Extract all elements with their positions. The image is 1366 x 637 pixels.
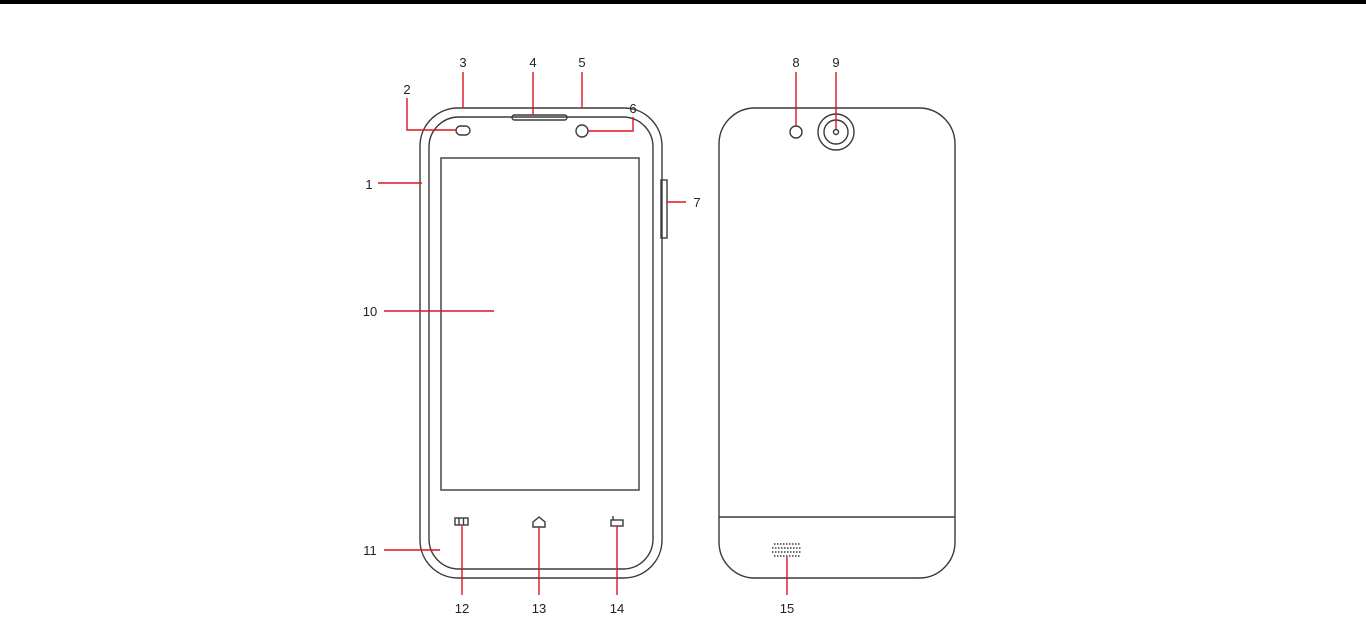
back-key-icon <box>611 516 623 526</box>
callout-15: 15 <box>780 601 794 616</box>
display-screen <box>441 158 639 490</box>
speaker-grille <box>772 544 802 556</box>
leader-6 <box>588 117 633 131</box>
callout-1: 1 <box>365 177 372 192</box>
callout-5: 5 <box>578 55 585 70</box>
proximity-sensor <box>456 126 470 135</box>
callout-12: 12 <box>455 601 469 616</box>
front-body-outer <box>420 108 662 578</box>
front-camera <box>576 125 588 137</box>
callout-9: 9 <box>832 55 839 70</box>
back-view: 8 9 15 <box>719 55 955 616</box>
callout-4: 4 <box>529 55 536 70</box>
callout-8: 8 <box>792 55 799 70</box>
home-key-icon <box>533 517 545 527</box>
callout-7: 7 <box>693 195 700 210</box>
camera-flash <box>790 126 802 138</box>
back-body <box>719 108 955 578</box>
callout-13: 13 <box>532 601 546 616</box>
callout-6: 6 <box>629 101 636 116</box>
callout-3: 3 <box>459 55 466 70</box>
callout-10: 10 <box>363 304 377 319</box>
leader-2 <box>407 98 456 130</box>
menu-key-icon <box>455 518 468 525</box>
callout-14: 14 <box>610 601 624 616</box>
callout-11: 11 <box>363 543 377 558</box>
front-view: 1 2 3 4 5 6 7 10 11 12 13 14 <box>363 55 701 616</box>
front-body-inner <box>429 117 653 569</box>
callout-2: 2 <box>403 82 410 97</box>
